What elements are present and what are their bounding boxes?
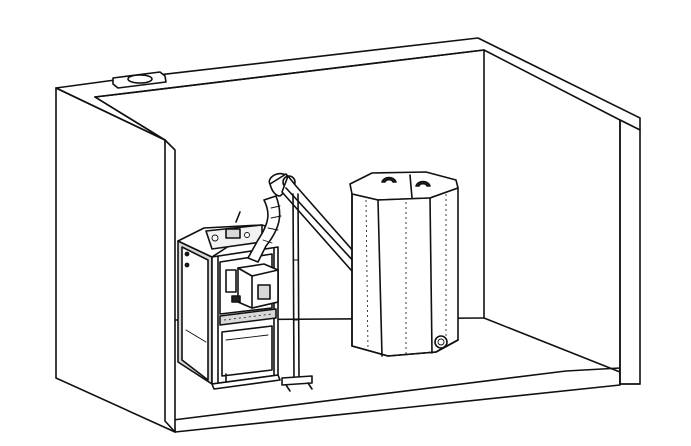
pellet-burner [225, 263, 279, 309]
octagonal-pellet-silo [349, 171, 459, 357]
left-wall [55, 87, 176, 433]
flue-opening [112, 71, 167, 89]
feed-hose [247, 195, 281, 263]
room [55, 37, 641, 433]
pellet-boiler [177, 211, 281, 390]
silo-lid-handle-left [381, 176, 397, 183]
boiler-lower-door [221, 325, 273, 377]
right-wall [619, 119, 641, 385]
auger-support-stand [281, 193, 313, 392]
silo-lid-handle-right [415, 180, 431, 187]
